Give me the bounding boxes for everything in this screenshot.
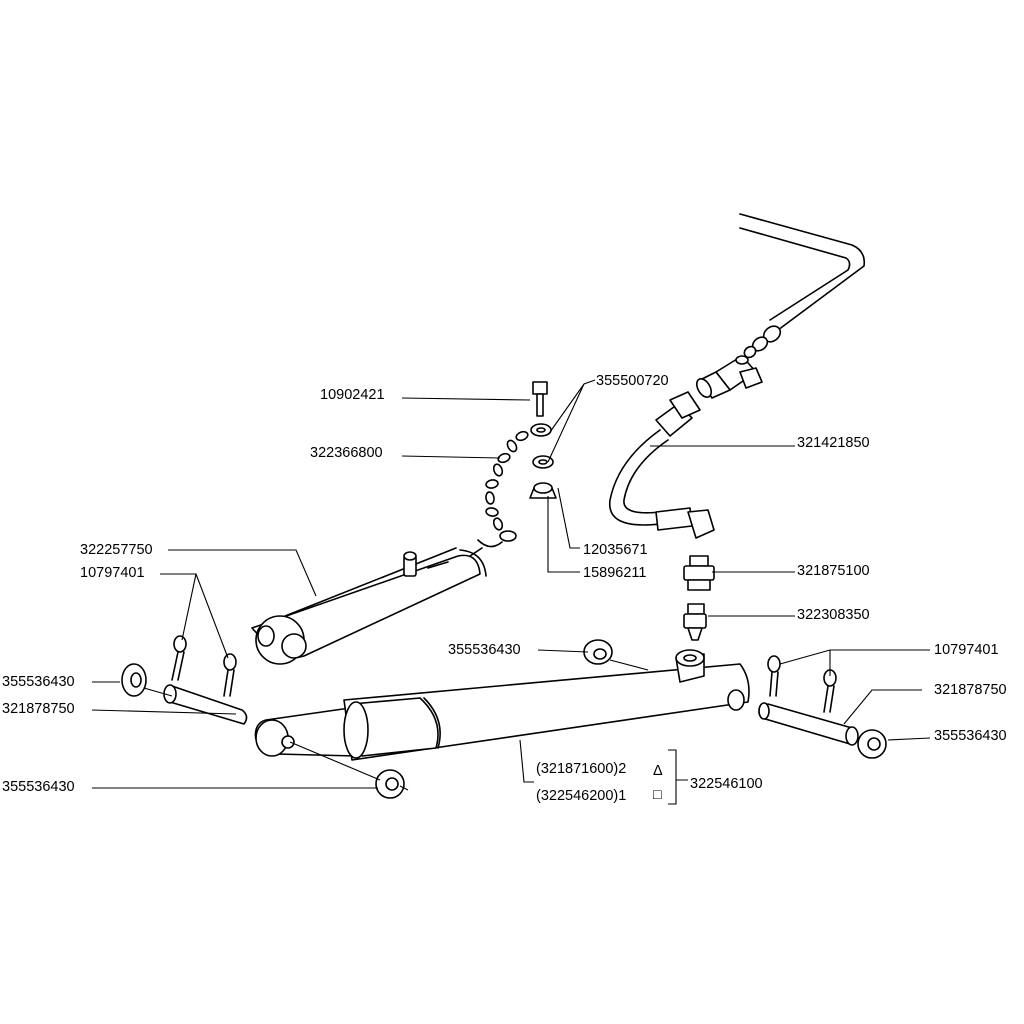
label-split-pin-left: 10797401 (80, 565, 145, 581)
split-pin-left-b (223, 653, 237, 697)
rigid-pipe (739, 213, 866, 359)
label-chain: 322366800 (310, 445, 383, 461)
washer-center (583, 639, 613, 665)
label-cylinder-variant-1: (321871600)2 (536, 761, 626, 777)
label-pin-right: 321878750 (934, 682, 1007, 698)
label-washer-top: 355500720 (596, 373, 669, 389)
washer-right (857, 729, 887, 759)
square-symbol: □ (653, 787, 662, 803)
label-nut-b: 15896211 (583, 565, 646, 581)
label-fitting: 322308350 (797, 607, 870, 623)
label-washer-center: 355536430 (448, 642, 521, 658)
label-hose: 321421850 (797, 435, 870, 451)
hydraulic-cylinder (254, 649, 750, 761)
split-pin-left-a (171, 635, 187, 681)
adapter-part (683, 555, 715, 591)
chain (469, 430, 529, 557)
label-pin-left: 321878750 (2, 701, 75, 717)
label-nut-a: 12035671 (583, 542, 648, 558)
nut (529, 482, 557, 499)
split-pin-right-b (823, 669, 837, 713)
label-washer-left-bottom: 355536430 (2, 779, 75, 795)
bolt (532, 381, 548, 417)
tee-union (695, 355, 763, 399)
washer-left-top (121, 663, 147, 697)
triangle-symbol: Δ (653, 763, 663, 779)
label-adapter: 321875100 (797, 563, 870, 579)
flexible-hose (609, 391, 715, 539)
pin-left (163, 684, 248, 725)
split-pin-right-a (767, 655, 781, 697)
label-washer-right: 355536430 (934, 728, 1007, 744)
washer-left-bottom (375, 769, 405, 799)
label-split-pin-right: 10797401 (934, 642, 999, 658)
pin-right (758, 702, 859, 746)
label-cover: 322257750 (80, 542, 153, 558)
cylinder-cover (251, 547, 487, 665)
label-cylinder-variant-2: (322546200)1 (536, 788, 626, 804)
leader-lines (91, 379, 931, 805)
label-washer-left-top: 355536430 (2, 674, 75, 690)
fitting-part (683, 603, 707, 641)
label-bolt: 10902421 (320, 387, 385, 403)
label-cylinder-assembly: 322546100 (690, 776, 763, 792)
